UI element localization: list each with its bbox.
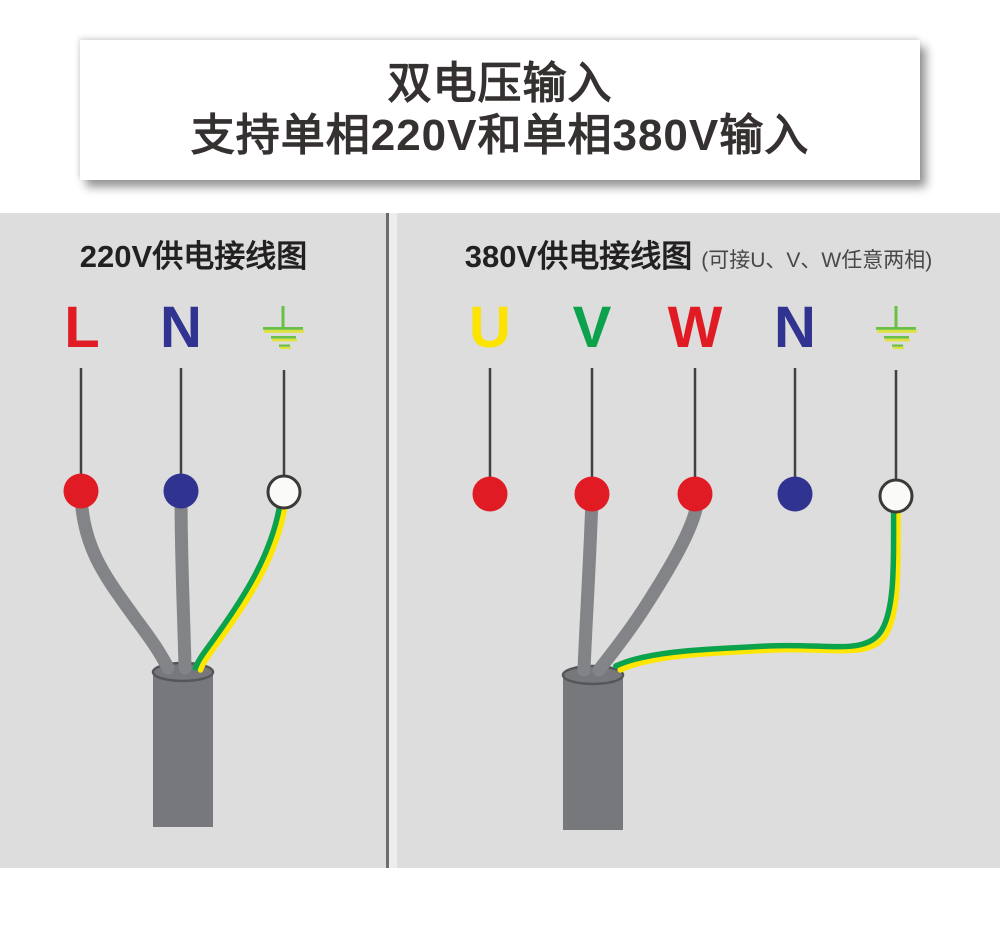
terminal-dot-N-left — [163, 473, 199, 509]
wire-live-left — [74, 488, 175, 675]
wire-earth-left — [192, 498, 289, 673]
terminal-label-U: U — [469, 295, 511, 360]
terminal-dot-L — [63, 473, 99, 509]
right-panel-heading: 380V供电接线图 (可接U、V、W任意两相) — [397, 231, 1000, 276]
left-panel-heading: 220V供电接线图 — [79, 239, 308, 274]
wire-neutral-left — [174, 488, 192, 675]
terminal-dot-PE-left — [266, 474, 302, 510]
terminal-dot-W — [677, 476, 713, 512]
cable-left — [151, 661, 215, 827]
terminal-label-W: W — [667, 295, 723, 360]
earth-ground-icon — [263, 306, 304, 350]
cable-right — [561, 664, 625, 830]
terminal-label-V: V — [572, 295, 612, 360]
panel-divider-line — [386, 213, 389, 868]
right-panel-heading-text: 380V供电接线图 — [464, 239, 693, 274]
title-line-2: 支持单相220V和单相380V输入 — [190, 111, 810, 160]
panel-divider-highlight — [389, 213, 397, 868]
wire-phase-v — [577, 490, 599, 677]
title-banner: 双电压输入 支持单相220V和单相380V输入 — [80, 40, 920, 180]
terminal-dot-N-right — [777, 476, 813, 512]
terminal-label-N-right: N — [774, 295, 816, 360]
terminal-label-L: L — [64, 295, 100, 360]
terminal-dot-PE-right — [878, 478, 914, 514]
right-panel-heading-note: (可接U、V、W任意两相) — [701, 249, 933, 272]
wire-earth-right — [613, 497, 901, 673]
terminal-dot-V — [574, 476, 610, 512]
earth-ground-icon — [876, 306, 917, 350]
title-line-1: 双电压输入 — [387, 58, 613, 108]
wire-phase-w — [592, 498, 704, 677]
terminal-dot-U — [472, 476, 508, 512]
terminal-label-N-left: N — [160, 295, 202, 360]
